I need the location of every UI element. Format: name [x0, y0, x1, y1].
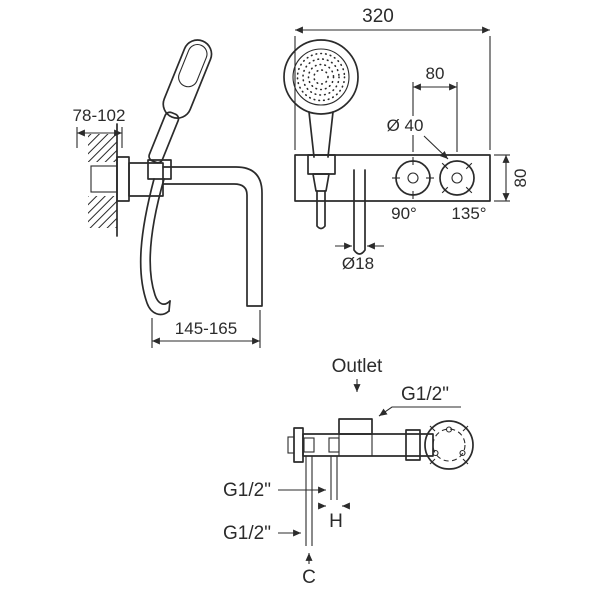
dim-cold-inlet-thread: G1/2" [223, 523, 302, 544]
shower-holder-side [147, 159, 172, 180]
spout-front [353, 169, 366, 255]
right-handle-angle-label: 135° [451, 204, 486, 223]
hose-stub [316, 190, 326, 230]
hot-label: H [329, 511, 343, 532]
dim-plate-height: 80 [494, 154, 530, 202]
hose-nut [312, 173, 330, 192]
hose-diameter-label: Ø18 [342, 254, 374, 273]
right-handle [439, 160, 475, 196]
hot-marker: H [318, 502, 350, 532]
dim-hose-diameter: Ø18 [335, 242, 384, 273]
dim-wall-depth: 78-102 [73, 106, 126, 148]
left-handle [392, 157, 434, 199]
cold-inlet-thread-label: G1/2" [223, 523, 271, 544]
left-handle-angle-label: 90° [391, 204, 417, 223]
side-view: 78-102 145-165 [73, 39, 263, 348]
escutcheon-plan [424, 420, 474, 470]
mixer-body-plan [287, 418, 474, 470]
cold-inlet-pipe [305, 456, 313, 546]
concealed-valve-body [90, 165, 118, 193]
valve-stem-plan [405, 429, 421, 461]
mixer-plate [294, 154, 491, 202]
outlet-label: Outlet [332, 356, 383, 377]
dim-spout-reach: 145-165 [151, 310, 261, 348]
hand-shower-front [283, 39, 359, 230]
plate-height-label: 80 [511, 169, 530, 188]
hot-inlet-thread-label: G1/2" [223, 480, 271, 501]
plate-width-label: 320 [362, 6, 394, 27]
dim-hot-inlet-thread: G1/2" [223, 480, 327, 501]
handle-spacing-label: 80 [426, 64, 445, 83]
front-view: 320 80 Ø 40 [283, 6, 530, 273]
dim-handle-spacing: 80 [412, 64, 458, 152]
wall-section [88, 123, 118, 237]
wall-depth-label: 78-102 [73, 106, 126, 125]
handle-diameter-label: Ø 40 [387, 116, 424, 135]
cold-label: C [302, 567, 316, 588]
dim-outlet-thread: G1/2" [378, 384, 461, 417]
spout-side [162, 166, 263, 307]
dim-plate-width: 320 [294, 6, 491, 150]
hot-inlet-pipe [330, 456, 338, 500]
outlet-thread-label: G1/2" [401, 384, 449, 405]
spout-reach-label: 145-165 [175, 319, 237, 338]
shower-holder-front [307, 154, 336, 175]
dim-handle-diameter: Ø 40 [383, 116, 449, 160]
cold-marker: C [302, 553, 316, 588]
plan-view: Outlet G1/2" [223, 356, 474, 588]
shower-hose [139, 178, 171, 316]
hand-shower-side [148, 39, 213, 164]
